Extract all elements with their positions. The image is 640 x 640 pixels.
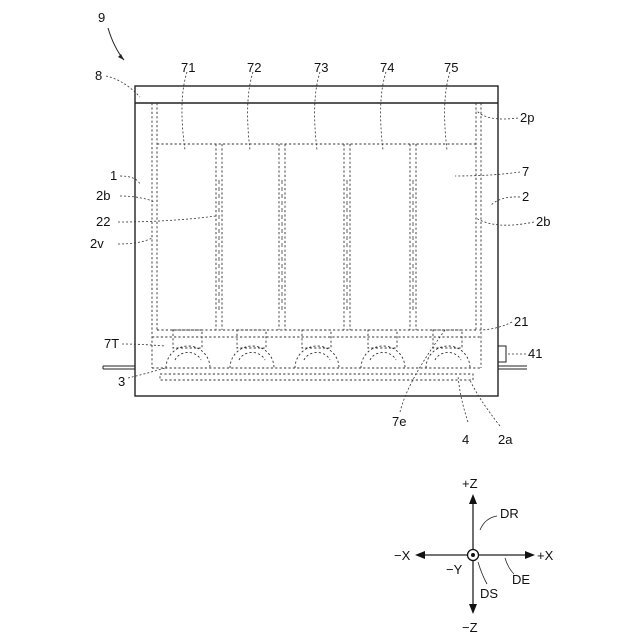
arrow-up-icon xyxy=(469,494,477,504)
label-ref-4: 4 xyxy=(462,432,469,447)
label-ref-8: 8 xyxy=(95,68,102,83)
floor-tabs xyxy=(173,330,462,348)
label-slot-73: 73 xyxy=(314,60,328,75)
label-ref-7: 7 xyxy=(522,164,529,179)
axis-de: DE xyxy=(512,572,530,587)
connector-41 xyxy=(498,346,506,362)
partitions xyxy=(216,144,416,330)
label-ref-2v: 2v xyxy=(90,236,104,251)
axis-dr: DR xyxy=(500,506,519,521)
label-ref-2: 2 xyxy=(522,189,529,204)
plate-4 xyxy=(160,374,473,380)
arrow-right-icon xyxy=(525,551,535,559)
label-ref-2a: 2a xyxy=(498,432,513,447)
axis-minus-y: −Y xyxy=(446,562,463,577)
cradles xyxy=(166,346,470,368)
label-ref-22: 22 xyxy=(96,214,110,229)
axis-plus-x: +X xyxy=(537,548,554,563)
label-ref-21: 21 xyxy=(514,314,528,329)
arrow-down-icon xyxy=(469,604,477,614)
label-ref-7e: 7e xyxy=(392,414,406,429)
label-slot-74: 74 xyxy=(380,60,394,75)
label-ref-3: 3 xyxy=(118,374,125,389)
label-ref-2p: 2p xyxy=(520,110,534,125)
label-ref-9: 9 xyxy=(98,10,105,25)
label-ref-2b-left: 2b xyxy=(96,188,110,203)
label-slot-75: 75 xyxy=(444,60,458,75)
label-ref-1: 1 xyxy=(110,168,117,183)
label-ref-2b-right: 2b xyxy=(536,214,550,229)
arrow-left-icon xyxy=(415,551,425,559)
axis-ds: DS xyxy=(480,586,498,601)
housing-outline xyxy=(135,86,498,396)
label-ref-7T: 7T xyxy=(104,336,119,351)
axis-plus-z: +Z xyxy=(462,476,478,491)
label-ref-41: 41 xyxy=(528,346,542,361)
axis-minus-z: −Z xyxy=(462,620,478,635)
axis-minus-x: −X xyxy=(394,548,411,563)
label-slot-72: 72 xyxy=(247,60,261,75)
label-slot-71: 71 xyxy=(181,60,195,75)
